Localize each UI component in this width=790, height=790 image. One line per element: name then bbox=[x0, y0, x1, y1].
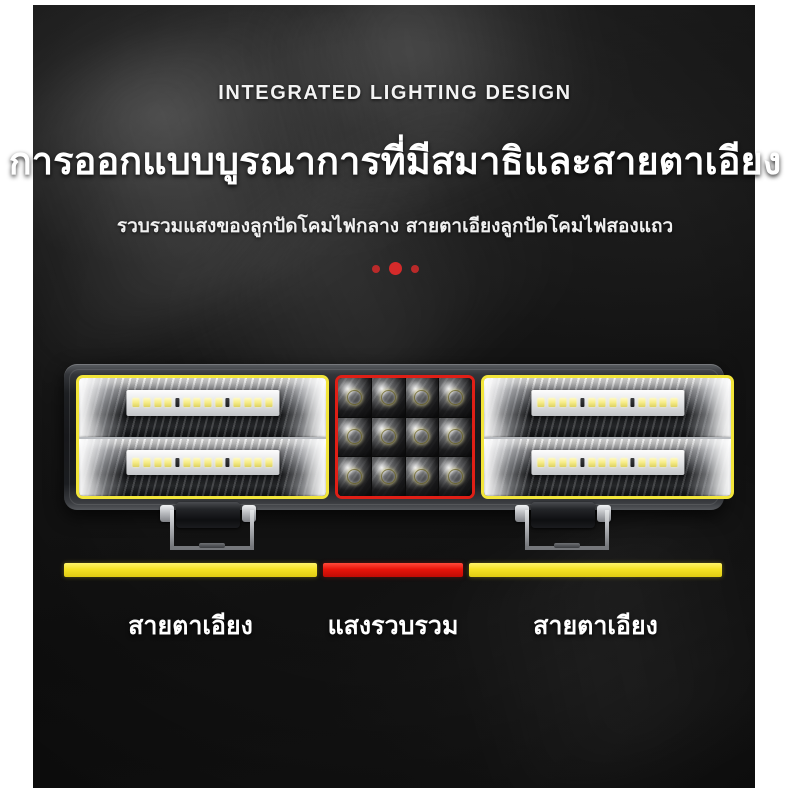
spot-led-cell bbox=[371, 417, 405, 457]
spot-led-lens bbox=[448, 389, 464, 405]
spot-led-lens bbox=[346, 469, 362, 485]
spot-led-cell bbox=[405, 378, 439, 417]
reflector-row bbox=[79, 378, 326, 437]
mounting-bracket bbox=[515, 502, 611, 550]
reflector-gleam bbox=[79, 439, 125, 496]
light-streak bbox=[237, 5, 619, 226]
reflector-gleam bbox=[484, 439, 530, 496]
center-spot-panel bbox=[335, 375, 475, 499]
thai-subtitle: รวบรวมแสงของลูกปัดโคมไฟกลาง สายตาเอียงลู… bbox=[116, 215, 674, 237]
spot-led-cell bbox=[439, 378, 472, 417]
reflector-gleam bbox=[280, 378, 326, 437]
spot-led-grid bbox=[338, 378, 472, 496]
reflector-row bbox=[484, 378, 731, 437]
bracket-u-clamp bbox=[170, 510, 254, 550]
spot-led-lens bbox=[380, 469, 396, 485]
smd-led-strip bbox=[125, 450, 280, 476]
reflector-gleam bbox=[685, 378, 731, 437]
spot-led-lens bbox=[346, 429, 362, 445]
spot-led-lens bbox=[414, 389, 430, 405]
spot-led-lens bbox=[414, 429, 430, 445]
spot-led-cell bbox=[439, 457, 472, 496]
reflector-row bbox=[484, 437, 731, 496]
spot-led-lens bbox=[346, 389, 362, 405]
spot-led-cell bbox=[338, 417, 371, 457]
left-flood-panel bbox=[76, 375, 329, 499]
spot-led-lens bbox=[380, 429, 396, 445]
led-light-bar-product bbox=[64, 364, 734, 510]
spot-led-cell bbox=[371, 457, 405, 496]
smd-led-strip bbox=[530, 389, 685, 416]
mounting-bracket bbox=[160, 502, 256, 550]
divider-dot bbox=[410, 264, 419, 273]
legend-color-bars bbox=[64, 563, 724, 577]
smd-led-strip bbox=[530, 450, 685, 476]
legend-bar-center bbox=[323, 563, 463, 577]
legend-labels: สายตาเอียง แสงรวบรวม สายตาเอียง bbox=[64, 606, 724, 646]
legend-bar-left bbox=[64, 563, 317, 577]
reflector-gleam bbox=[484, 378, 530, 437]
right-flood-panel bbox=[481, 375, 734, 499]
spot-led-lens bbox=[414, 469, 430, 485]
dot-divider bbox=[0, 262, 790, 275]
spot-led-cell bbox=[405, 417, 439, 457]
legend-label-right: สายตาเอียง bbox=[533, 611, 658, 640]
thai-headline: การออกแบบบูรณาการที่มีสมาธิและสายตาเอียง bbox=[8, 139, 782, 183]
spot-led-lens bbox=[448, 429, 464, 445]
reflector-gleam bbox=[280, 439, 326, 496]
legend-label-center: แสงรวบรวม bbox=[327, 611, 459, 640]
spot-led-cell bbox=[405, 457, 439, 496]
reflector-row bbox=[79, 437, 326, 496]
english-headline: INTEGRATED LIGHTING DESIGN bbox=[218, 82, 572, 104]
smd-led-strip bbox=[125, 389, 280, 416]
spot-led-cell bbox=[371, 378, 405, 417]
spot-led-lens bbox=[448, 469, 464, 485]
spot-led-cell bbox=[439, 417, 472, 457]
spot-led-lens bbox=[380, 389, 396, 405]
legend-label-left: สายตาเอียง bbox=[128, 611, 253, 640]
bracket-u-clamp bbox=[525, 510, 609, 550]
divider-dot bbox=[388, 262, 402, 275]
divider-dot bbox=[371, 264, 380, 273]
light-streak bbox=[33, 5, 428, 379]
legend-bar-right bbox=[469, 563, 722, 577]
spot-led-cell bbox=[338, 457, 371, 496]
reflector-gleam bbox=[79, 378, 125, 437]
reflector-gleam bbox=[685, 439, 731, 496]
spot-led-cell bbox=[338, 378, 371, 417]
